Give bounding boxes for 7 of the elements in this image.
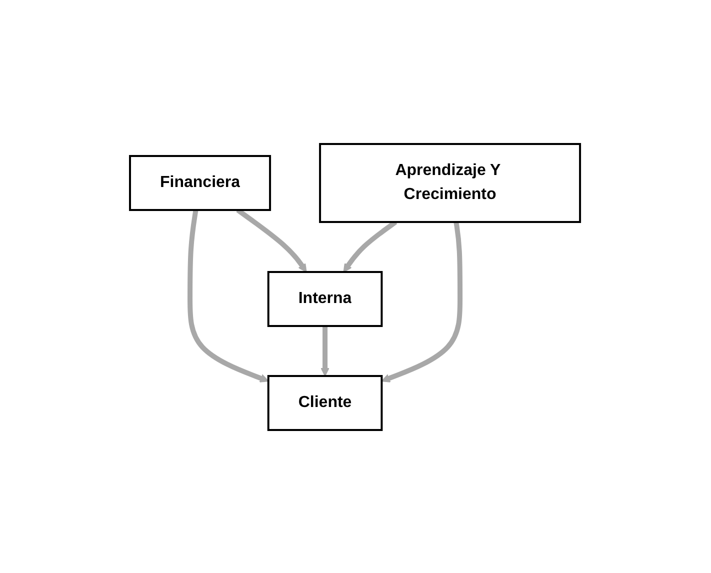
arrow [382,221,464,382]
arrow [321,326,330,376]
arrow [188,209,270,382]
node-box: Aprendizaje Y Crecimiento [320,142,582,222]
node-box: Financiera [129,154,272,210]
node-box: Cliente [268,374,384,430]
node-box: Interna [268,270,384,326]
